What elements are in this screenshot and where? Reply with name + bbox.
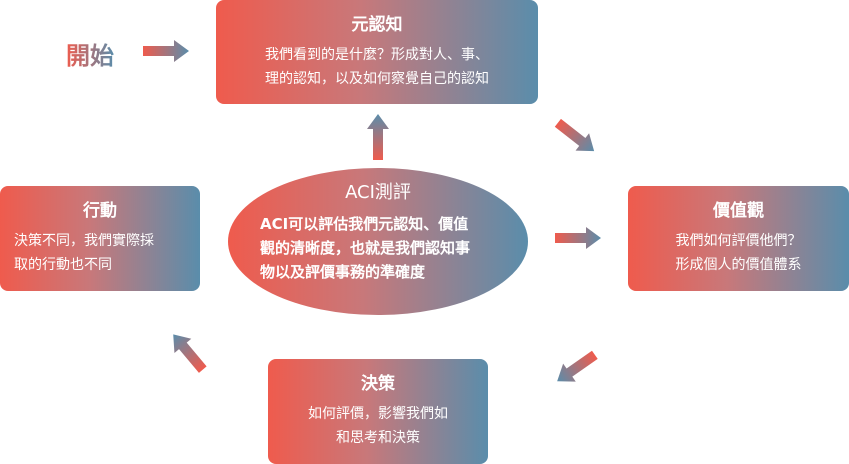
- aci-line-2: 觀的清晰度，也就是我們認知事: [260, 239, 471, 257]
- action-description: 決策不同，我們實際採 取的行動也不同: [0, 229, 200, 277]
- arrow-value-to-decision: [550, 345, 602, 391]
- decision-line-1: 如何評價，影響我們如: [308, 406, 448, 422]
- arrow-center-to-value: [555, 227, 601, 249]
- decision-description: 如何評價，影響我們如 和思考和決策: [268, 402, 488, 450]
- arrow-decision-to-action: [164, 327, 212, 377]
- values-box: 價值觀 我們如何評價他們？ 形成個人的價值體系: [628, 186, 849, 291]
- action-box: 行動 決策不同，我們實際採 取的行動也不同: [0, 186, 200, 291]
- metacognition-box: 元認知 我們看到的是什麼？形成對人、事、 理的認知，以及如何察覺自己的認知: [216, 0, 538, 104]
- aci-description: ACI可以評估我們元認知、價值 觀的清晰度，也就是我們認知事 物以及評價事務的準…: [260, 212, 496, 284]
- values-line-1: 我們如何評價他們？: [675, 233, 802, 249]
- values-title: 價值觀: [713, 201, 764, 221]
- arrow-center-to-meta: [367, 114, 389, 160]
- start-label: 開始: [66, 36, 114, 71]
- decision-title: 決策: [361, 374, 395, 394]
- metacognition-line-1: 我們看到的是什麼？形成對人、事、: [265, 47, 489, 63]
- metacognition-line-2: 理的認知，以及如何察覺自己的認知: [265, 71, 489, 87]
- decision-box: 決策 如何評價，影響我們如 和思考和決策: [268, 359, 488, 464]
- decision-line-2: 和思考和決策: [336, 430, 420, 446]
- action-line-1: 決策不同，我們實際採: [14, 233, 154, 249]
- metacognition-title: 元認知: [351, 15, 403, 35]
- arrow-meta-to-value: [551, 114, 601, 160]
- arrow-start-to-meta: [143, 40, 189, 62]
- aci-line-1: ACI可以評估我們元認知、價值: [260, 215, 469, 233]
- values-line-2: 形成個人的價值體系: [675, 257, 802, 273]
- aci-assessment-ellipse: ACI測評 ACI可以評估我們元認知、價值 觀的清晰度，也就是我們認知事 物以及…: [228, 168, 528, 315]
- action-line-2: 取的行動也不同: [14, 257, 112, 273]
- aci-title: ACI測評: [345, 182, 411, 203]
- aci-line-3: 物以及評價事務的準確度: [260, 263, 426, 281]
- metacognition-description: 我們看到的是什麼？形成對人、事、 理的認知，以及如何察覺自己的認知: [216, 43, 538, 91]
- values-description: 我們如何評價他們？ 形成個人的價值體系: [628, 229, 849, 277]
- action-title: 行動: [83, 201, 117, 221]
